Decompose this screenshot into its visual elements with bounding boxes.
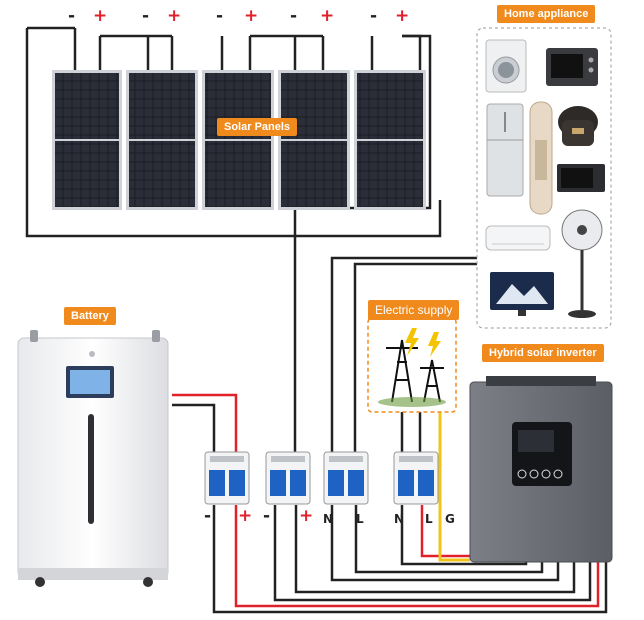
panel-5-positive-terminal: + <box>395 6 410 26</box>
panel-2-negative-terminal: - <box>142 6 150 26</box>
black-wires <box>25 26 608 614</box>
input-line-label: L <box>425 512 433 526</box>
input-neutral-label: N <box>394 512 405 526</box>
rice-cooker-icon <box>558 106 598 146</box>
microwave-icon <box>557 164 605 192</box>
electric-supply-label: Electric supply <box>368 300 460 320</box>
ac-breaker-output <box>323 451 369 505</box>
panel-1-positive-terminal: + <box>93 6 108 26</box>
output-line-label: L <box>356 512 364 526</box>
battery-positive-terminal: + <box>238 506 253 526</box>
oven-icon <box>546 48 598 86</box>
fan-icon <box>561 209 603 318</box>
solar-panel <box>52 70 122 210</box>
panel-5-negative-terminal: - <box>370 6 378 26</box>
ground-wire <box>438 410 470 562</box>
solar-panel <box>278 70 350 210</box>
solar-panel <box>354 70 426 210</box>
air-conditioner-icon <box>485 225 551 251</box>
dc-breaker-solar <box>265 451 311 505</box>
refrigerator-icon <box>486 103 524 197</box>
panel-2-positive-terminal: + <box>167 6 182 26</box>
solar-positive-terminal: + <box>299 506 314 526</box>
home-appliance-label: Home appliance <box>497 5 596 23</box>
lightning-icon <box>405 328 441 357</box>
hybrid-inverter-unit <box>469 376 613 563</box>
solar-negative-terminal: - <box>263 506 271 526</box>
breaker-panel <box>204 451 439 505</box>
solar-panel-array <box>52 70 426 210</box>
battery-unit <box>17 330 169 587</box>
panel-3-positive-terminal: + <box>244 6 259 26</box>
hybrid-inverter-label: Hybrid solar inverter <box>482 344 604 362</box>
panel-3-negative-terminal: - <box>216 6 224 26</box>
washing-machine-icon <box>485 39 527 93</box>
panel-1-negative-terminal: - <box>68 6 76 26</box>
ground-label: G <box>445 512 455 526</box>
electric-supply-group <box>367 317 457 413</box>
output-neutral-label: N <box>323 512 334 526</box>
ac-breaker-input <box>393 451 439 505</box>
transmission-tower-icon <box>386 339 444 403</box>
solar-panel <box>126 70 198 210</box>
home-appliance-group <box>476 27 612 329</box>
battery-label: Battery <box>64 307 116 325</box>
panel-4-negative-terminal: - <box>290 6 298 26</box>
battery-negative-terminal: - <box>204 506 212 526</box>
ground-patch <box>378 397 446 407</box>
air-cooler-icon <box>529 101 553 215</box>
solar-panels-label: Solar Panels <box>217 118 298 136</box>
panel-4-positive-terminal: + <box>320 6 335 26</box>
dc-breaker-battery <box>204 451 250 505</box>
solar-panel <box>202 70 274 210</box>
television-icon <box>490 272 554 316</box>
